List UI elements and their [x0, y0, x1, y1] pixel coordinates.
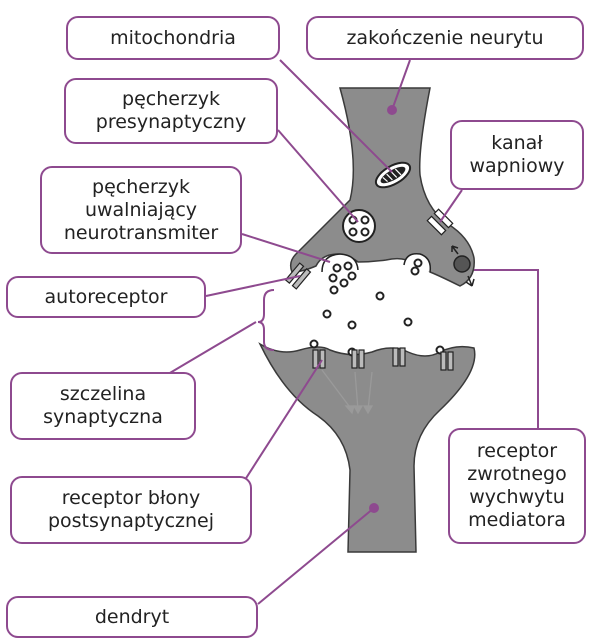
label-calcium-channel: kanał wapniowy [450, 120, 584, 190]
label-presynaptic-vesicle: pęcherzyk presynaptyczny [64, 78, 278, 144]
label-postsynaptic-receptor: receptor błony postsynaptycznej [10, 476, 252, 544]
label-mitochondria: mitochondria [66, 16, 280, 60]
label-dendrite: dendryt [6, 596, 258, 638]
label-autoreceptor: autoreceptor [6, 276, 206, 318]
cleft-brace [258, 290, 274, 350]
label-releasing-vesicle: pęcherzyk uwalniający neurotransmiter [40, 166, 242, 254]
label-reuptake-receptor: receptor zwrotnego wychwytu mediatora [448, 428, 586, 544]
label-synaptic-cleft: szczelina synaptyczna [10, 372, 196, 440]
presynaptic-vesicle-shape [343, 210, 375, 242]
postsynaptic-dendrite [260, 344, 475, 552]
synaptic-cleft [288, 263, 453, 338]
label-neurite-terminal: zakończenie neurytu [306, 16, 584, 60]
